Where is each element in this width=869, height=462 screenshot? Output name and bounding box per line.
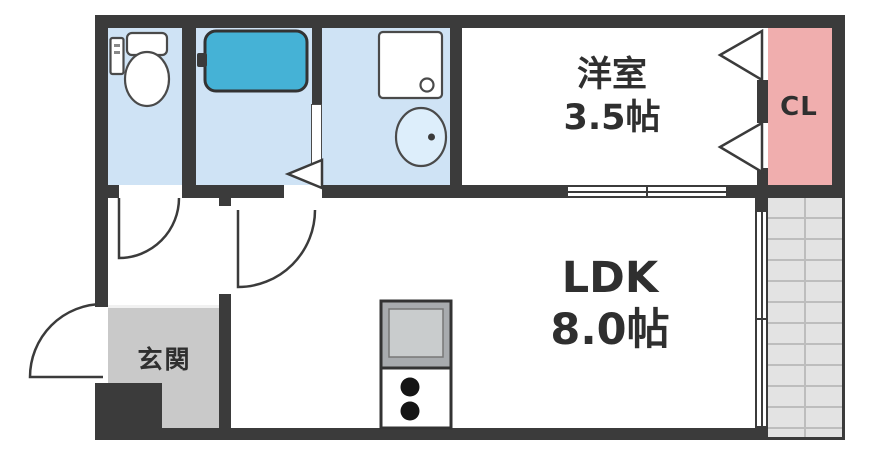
kitchen-stove-icon	[379, 366, 453, 430]
sliding-door-western-ldk	[566, 185, 728, 198]
wall-segment	[322, 185, 462, 198]
wall-closet-stub-mid	[757, 80, 768, 123]
kitchen-sink-icon	[388, 308, 444, 358]
balcony-window-tick	[757, 318, 766, 320]
wall-closet-bottom	[768, 185, 845, 198]
room-closet	[768, 28, 832, 185]
wall-wash-western-divider	[450, 15, 462, 198]
gas-burner-icon	[400, 401, 420, 421]
wall-top-outer	[95, 15, 845, 28]
entrance-label: 玄関	[110, 345, 219, 376]
entrance-name: 玄関	[137, 345, 192, 374]
wall-bottom-outer	[95, 428, 768, 440]
wall-bath-wash-divider	[312, 28, 322, 104]
toilet-door-swing-icon	[117, 197, 181, 260]
room-balcony	[768, 198, 845, 440]
western-room-label: 洋室 3.5帖	[472, 54, 752, 139]
washroom-floor-patch	[312, 166, 322, 185]
wall-segment	[462, 185, 568, 198]
western-room-size: 3.5帖	[563, 97, 661, 138]
balcony-window	[755, 210, 768, 428]
room-washroom	[322, 28, 450, 185]
wall-left-outer	[95, 15, 108, 307]
bathroom-sliding-door	[311, 104, 322, 166]
ldk-label: LDK 8.0帖	[460, 252, 760, 357]
ldk-name: LDK	[561, 253, 659, 303]
entrance-door-swing-icon	[28, 302, 104, 379]
sliding-door-tick	[646, 187, 648, 196]
wall-segment	[95, 185, 119, 198]
room-bathroom	[196, 28, 312, 185]
wall-closet-stub-low	[757, 168, 768, 185]
ldk-door-opening	[219, 206, 231, 294]
gas-burner-icon	[400, 377, 420, 397]
wall-window-stub	[755, 185, 768, 212]
ldk-door-swing-icon	[236, 209, 317, 289]
wall-segment	[196, 185, 284, 198]
room-toilet	[108, 28, 182, 185]
western-room-name: 洋室	[576, 55, 647, 95]
ldk-size: 8.0帖	[550, 305, 670, 356]
closet-name: CL	[780, 92, 818, 122]
closet-label: CL	[766, 92, 832, 124]
wall-toilet-bath-divider	[182, 15, 196, 198]
kitchen-counter-icon	[379, 299, 453, 430]
wall-right-outer	[832, 15, 845, 195]
